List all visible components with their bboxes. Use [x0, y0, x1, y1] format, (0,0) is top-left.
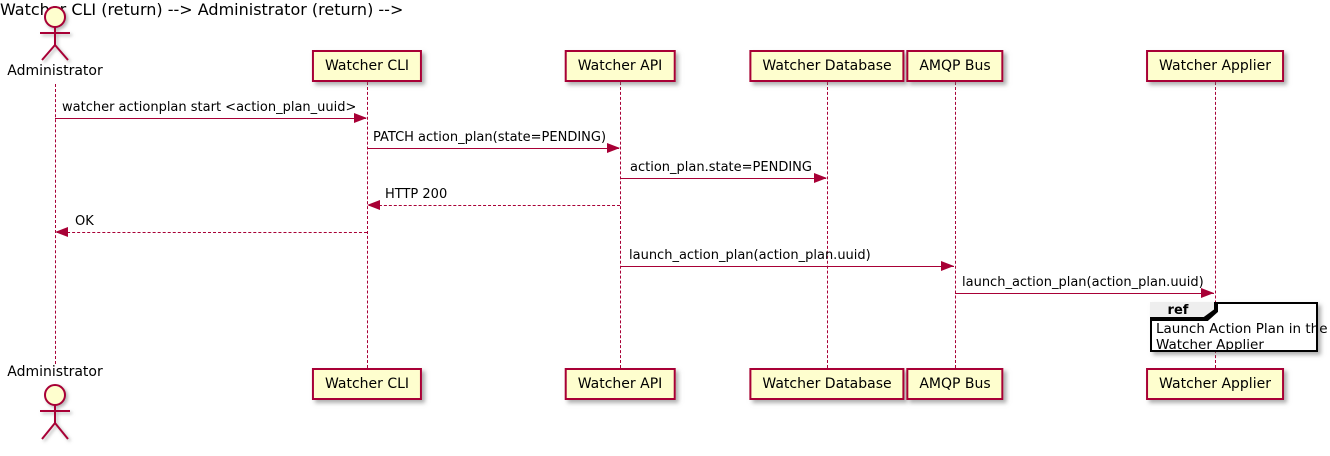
participant-box-amqp-bus-top: AMQP Bus — [906, 50, 1004, 82]
ref-keyword: ref — [1167, 303, 1189, 318]
participant-box-watcher-cli-top: Watcher CLI — [311, 50, 423, 82]
participant-box-amqp-bus-bottom: AMQP Bus — [906, 368, 1004, 400]
arrowhead-right-icon — [607, 143, 620, 153]
lifeline-watcher-api — [620, 82, 621, 368]
message-label: action_plan.state=PENDING — [630, 160, 812, 175]
ref-keyword-badge — [1150, 302, 1218, 321]
message-line — [620, 266, 954, 267]
lifeline-administrator — [55, 84, 56, 364]
message-label: launch_action_plan(action_plan.uuid) — [962, 275, 1204, 290]
message-line — [620, 178, 826, 179]
lifeline-watcher-applier — [1215, 82, 1216, 368]
arrowhead-right-icon — [354, 113, 367, 123]
participant-box-watcher-api-bottom: Watcher API — [564, 368, 676, 400]
actor-icon — [40, 6, 70, 61]
arrowhead-right-icon — [1201, 288, 1214, 298]
actor-label: Administrator — [7, 63, 103, 79]
ref-text: Launch Action Plan in the Watcher Applie… — [1156, 321, 1328, 353]
arrowhead-right-icon — [814, 173, 827, 183]
message-label: PATCH action_plan(state=PENDING) — [373, 130, 607, 145]
message-line — [369, 205, 620, 206]
participant-box-watcher-database-bottom: Watcher Database — [749, 368, 905, 400]
lifeline-amqp-bus — [955, 82, 956, 368]
ref-text-line-1: Launch Action Plan in the — [1156, 321, 1328, 337]
message-line — [367, 148, 619, 149]
participant-box-watcher-cli-bottom: Watcher CLI — [311, 368, 423, 400]
actor-icon — [40, 384, 70, 440]
participant-box-watcher-database-top: Watcher Database — [749, 50, 905, 82]
lifeline-watcher-database — [827, 82, 828, 368]
actor-administrator-bottom: Administrator — [7, 364, 103, 444]
message-line — [57, 232, 367, 233]
ref-text-line-2: Watcher Applier — [1156, 337, 1264, 353]
message-label: OK — [75, 214, 94, 229]
message-line — [955, 293, 1214, 294]
arrowhead-right-icon — [941, 261, 954, 271]
participant-box-watcher-applier-top: Watcher Applier — [1146, 50, 1284, 82]
message-line — [55, 118, 366, 119]
arrowhead-left-icon — [55, 227, 68, 237]
participant-box-watcher-applier-bottom: Watcher Applier — [1146, 368, 1284, 400]
message-label: HTTP 200 — [385, 187, 448, 202]
message-label: watcher actionplan start <action_plan_uu… — [62, 100, 357, 115]
arrowhead-left-icon — [367, 200, 380, 210]
lifeline-watcher-cli — [367, 82, 368, 368]
ref-keyword-badge-fill — [1150, 302, 1214, 317]
message-label: launch_action_plan(action_plan.uuid) — [629, 248, 871, 263]
actor-label: Administrator — [7, 364, 103, 380]
ref-fragment: ref Launch Action Plan in the Watcher Ap… — [1150, 302, 1328, 353]
actor-administrator-top: Administrator — [7, 4, 103, 79]
participant-box-watcher-api-top: Watcher API — [564, 50, 676, 82]
